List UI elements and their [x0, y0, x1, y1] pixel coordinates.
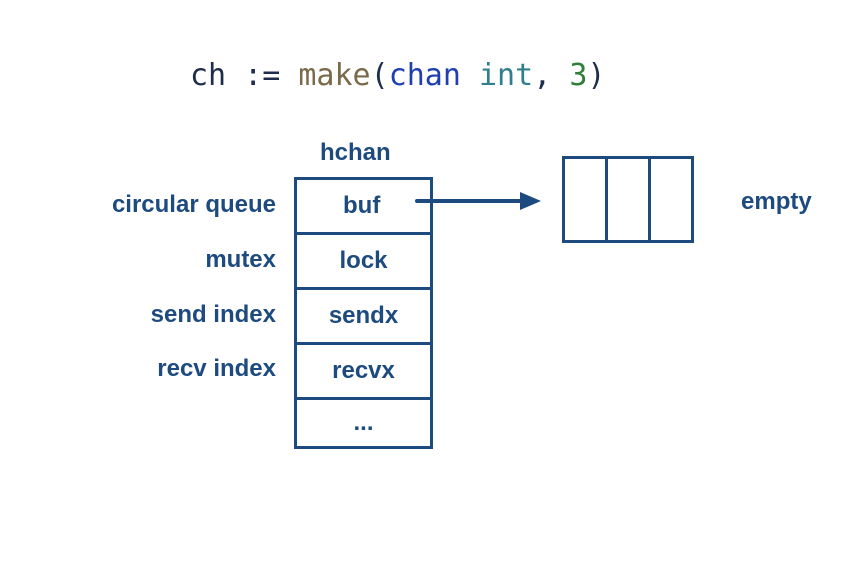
field-buf: buf [297, 180, 430, 235]
field-name-buf: buf [343, 192, 381, 219]
code-space [461, 58, 479, 93]
code-variable: ch [190, 58, 227, 93]
field-name-lock: lock [339, 247, 388, 274]
field-description-recvx: recv index [157, 355, 276, 382]
field-description-buf: circular queue [111, 191, 276, 218]
field-lock: lock [297, 235, 430, 290]
code-int-type: int [479, 58, 534, 93]
buffer-slot [651, 159, 691, 240]
code-close-paren: ) [587, 58, 606, 93]
struct-title: hchan [320, 139, 391, 166]
field-recvx: recvx [297, 345, 430, 400]
buffer-status: empty [741, 188, 812, 215]
code-make-channel: ch := make(chan int, 3) [190, 54, 605, 98]
code-chan-keyword: chan [388, 58, 461, 93]
field-name-more: ... [353, 409, 374, 436]
code-assign-operator: := [226, 58, 299, 93]
field-name-sendx: sendx [328, 302, 399, 329]
circular-buffer [562, 156, 694, 243]
field-more: ... [297, 400, 430, 446]
field-name-recvx: recvx [332, 357, 395, 384]
code-open-paren: ( [370, 58, 389, 93]
field-sendx: sendx [297, 290, 430, 345]
buffer-slot [565, 159, 608, 240]
hchan-struct: buf lock sendx recvx ... [294, 177, 433, 449]
buffer-slot [608, 159, 651, 240]
code-capacity: 3 [569, 58, 588, 93]
field-description-lock: mutex [205, 246, 276, 273]
code-make-func: make [298, 58, 371, 93]
code-comma: , [533, 58, 570, 93]
field-description-sendx: send index [150, 301, 276, 328]
